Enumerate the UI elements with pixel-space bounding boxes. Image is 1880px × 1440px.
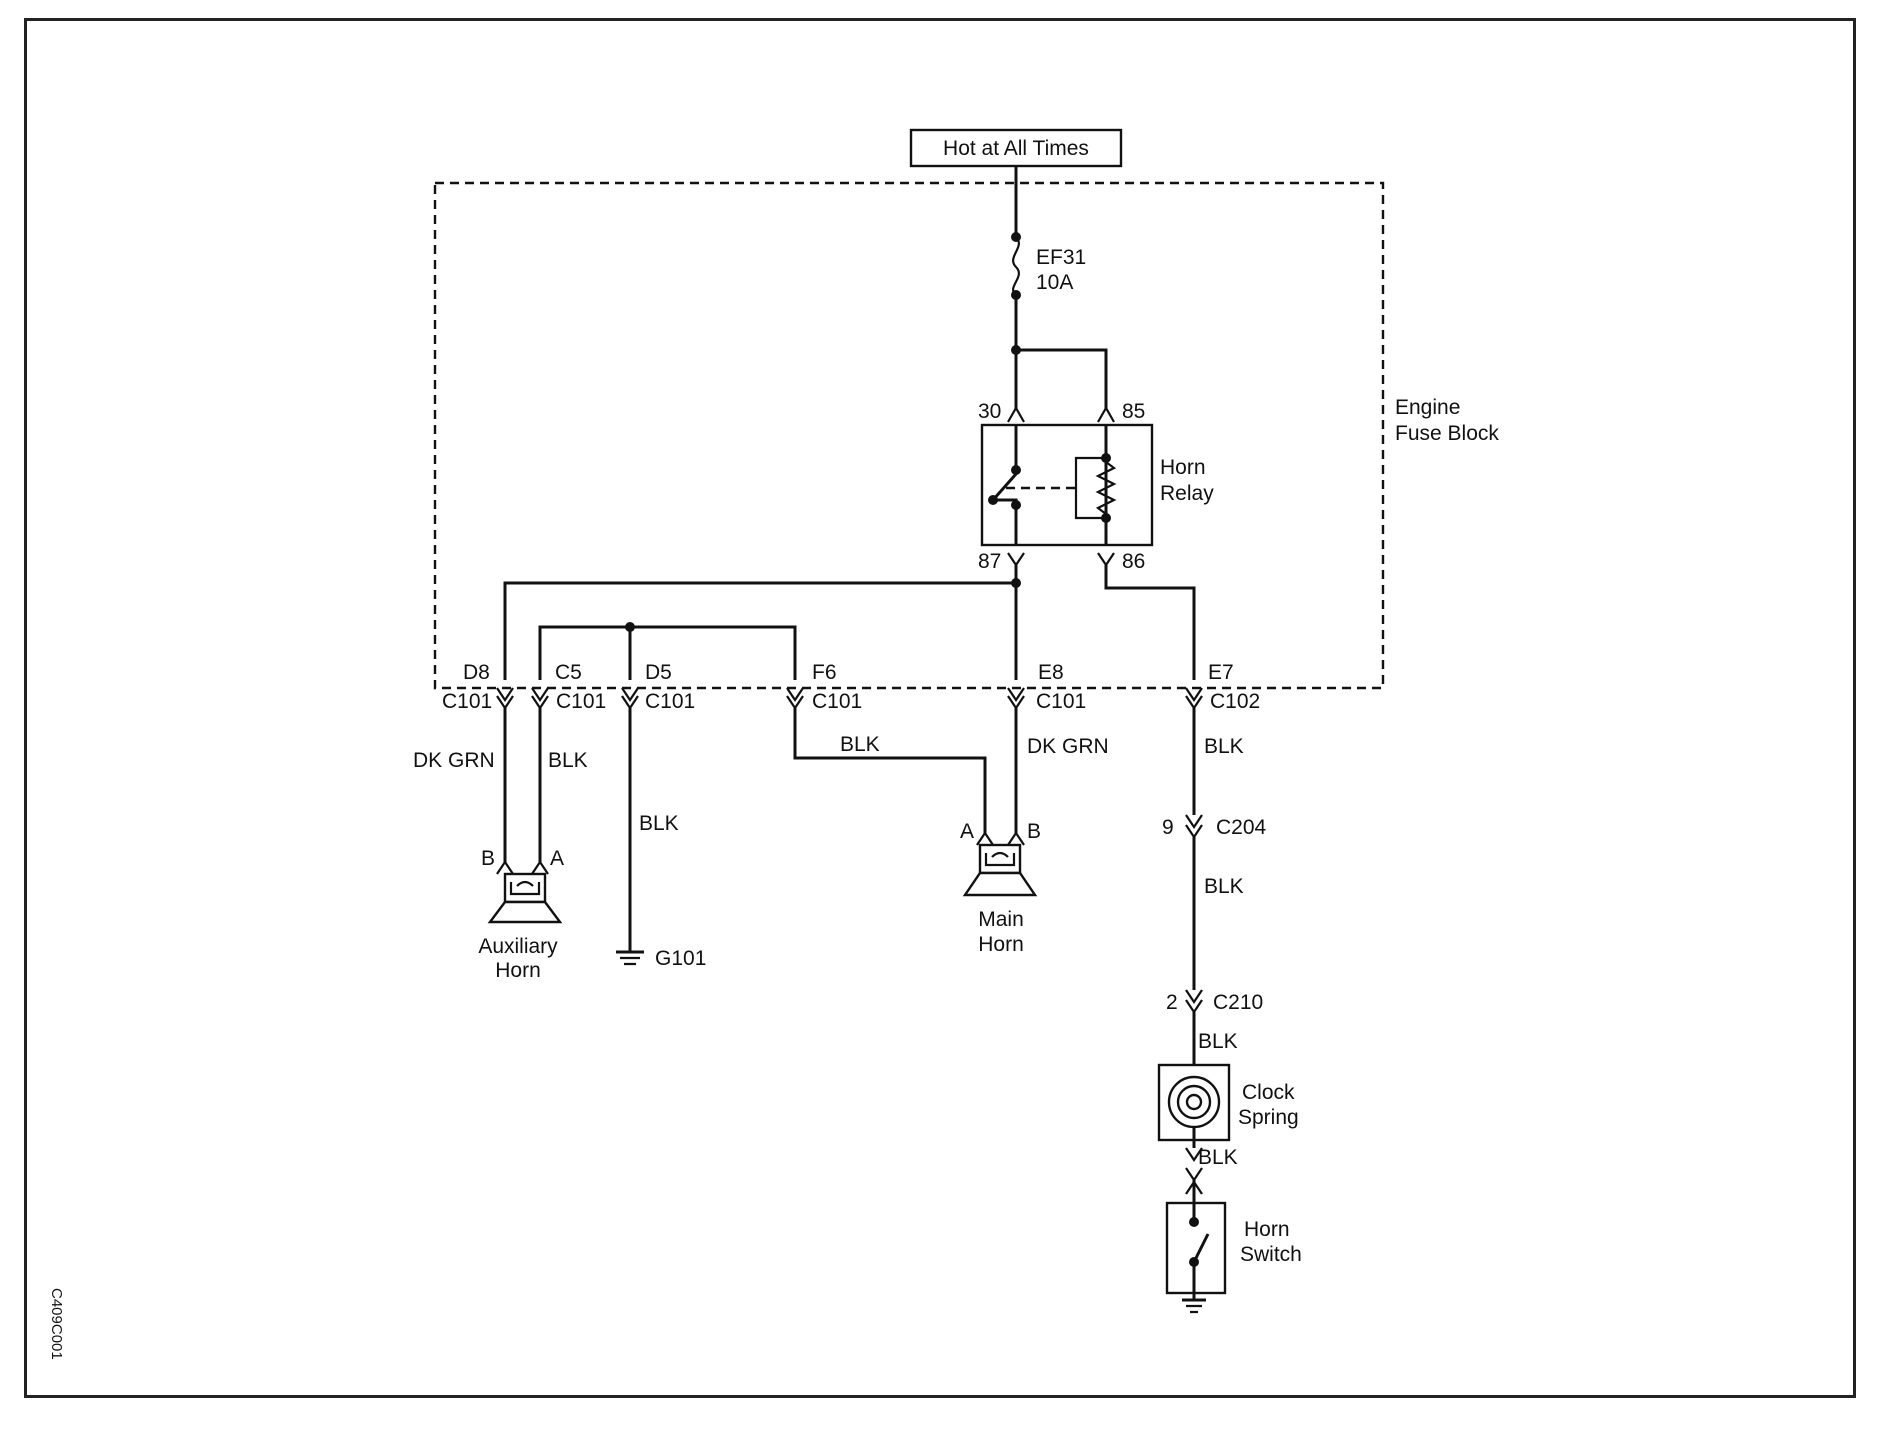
diagram-frame: [24, 18, 1856, 1398]
connector-c101-f6: C101: [812, 690, 862, 713]
main-horn-pin-b: B: [1027, 820, 1041, 843]
horn-switch-label-line2: Switch: [1240, 1243, 1302, 1266]
connector-c101-e8: C101: [1036, 690, 1086, 713]
connector-c204-symbol: [1185, 814, 1203, 839]
clock-spring-label-line2: Spring: [1238, 1106, 1299, 1129]
connector-symbols-c101: [496, 687, 1203, 710]
fuse-ef31-icon: [1012, 236, 1020, 296]
wire-label-blk-main-horn: BLK: [840, 733, 880, 756]
relay-switch-arm: [991, 473, 1018, 501]
relay-label-line1: Horn: [1160, 456, 1206, 479]
fuse-rating: 10A: [1036, 271, 1073, 294]
connector-c102-e7: C102: [1210, 690, 1260, 713]
fuse-block-outline: [433, 181, 1385, 690]
relay-pin-87-symbol: [1007, 552, 1025, 567]
wire-86-to-e7: [1104, 565, 1196, 680]
relay-pin-85-symbol: [1097, 405, 1115, 423]
pin-d5: D5: [645, 661, 672, 684]
fuse-name: EF31: [1036, 246, 1086, 269]
pin-e8: E8: [1038, 661, 1064, 684]
wire-label-blk-aux: BLK: [548, 749, 588, 772]
ground-label: G101: [655, 947, 706, 970]
wire-label-blk-ground: BLK: [639, 812, 679, 835]
wire-blk-main-horn: [793, 708, 987, 833]
wire-label-dk-grn-main-horn: DK GRN: [1027, 735, 1109, 758]
ground-icon: [616, 950, 644, 966]
relay-pin-30-symbol: [1007, 405, 1025, 423]
relay-pin-86-symbol: [1097, 552, 1115, 567]
connector-c210-symbol: [1185, 989, 1203, 1014]
pin-d8: D8: [463, 661, 490, 684]
relay-contact-upper: [1011, 465, 1021, 475]
pin-f6: F6: [812, 661, 837, 684]
relay-contact-lower: [1011, 500, 1021, 510]
wire-label-blk-c204: BLK: [1204, 875, 1244, 898]
auxiliary-horn-icon: [487, 860, 563, 924]
wire-label-blk-clock-spring: BLK: [1198, 1146, 1238, 1169]
wire-ground-bus: [538, 625, 797, 680]
connector-c101-d8: C101: [442, 690, 492, 713]
clock-spring-label-line1: Clock: [1242, 1081, 1295, 1104]
wire-to-pin-85: [1016, 348, 1108, 410]
wire-87-to-d8: [503, 581, 1016, 680]
aux-horn-label-line2: Horn: [495, 959, 541, 982]
wire-label-dk-grn-aux: DK GRN: [413, 749, 495, 772]
wire-label-blk-c210: BLK: [1198, 1030, 1238, 1053]
horn-switch-icon: [1165, 1180, 1227, 1314]
aux-horn-label-line1: Auxiliary: [478, 935, 558, 958]
connector-c204-label: C204: [1216, 816, 1267, 839]
main-horn-label-line2: Horn: [978, 933, 1024, 956]
connector-c204-pin: 9: [1162, 816, 1174, 839]
relay-pin-86: 86: [1122, 550, 1145, 573]
relay-coil-box: [1074, 456, 1106, 520]
relay-label-line2: Relay: [1160, 482, 1214, 505]
connector-c210-label: C210: [1213, 991, 1263, 1014]
aux-horn-pin-b: B: [481, 847, 495, 870]
connector-c101-c5: C101: [556, 690, 606, 713]
power-source-label: Hot at All Times: [943, 137, 1089, 160]
pin-c5: C5: [555, 661, 582, 684]
relay-pin-87: 87: [978, 550, 1001, 573]
connector-c210-pin: 2: [1166, 991, 1178, 1014]
main-horn-pin-a: A: [960, 820, 974, 843]
fuse-block-label-line1: Engine: [1395, 396, 1460, 419]
aux-horn-pin-a: A: [550, 847, 564, 870]
pin-e7: E7: [1208, 661, 1234, 684]
relay-pin-85: 85: [1122, 400, 1145, 423]
wire-label-blk-c102: BLK: [1204, 735, 1244, 758]
power-source: Hot at All Times: [909, 128, 1123, 168]
connector-c101-d5: C101: [645, 690, 695, 713]
relay-pin-30: 30: [978, 400, 1001, 423]
relay-coil-resistor-icon: [1095, 461, 1117, 515]
main-horn-icon: [962, 831, 1038, 897]
fuse-block-label-line2: Fuse Block: [1395, 422, 1499, 445]
diagram-id: C409C001: [48, 1288, 65, 1360]
main-horn-label-line1: Main: [978, 908, 1024, 931]
horn-switch-label-line1: Horn: [1244, 1218, 1290, 1241]
relay-body: [980, 423, 1154, 547]
clock-spring-icon: [1157, 1063, 1231, 1148]
horn-relay: [980, 405, 1154, 567]
